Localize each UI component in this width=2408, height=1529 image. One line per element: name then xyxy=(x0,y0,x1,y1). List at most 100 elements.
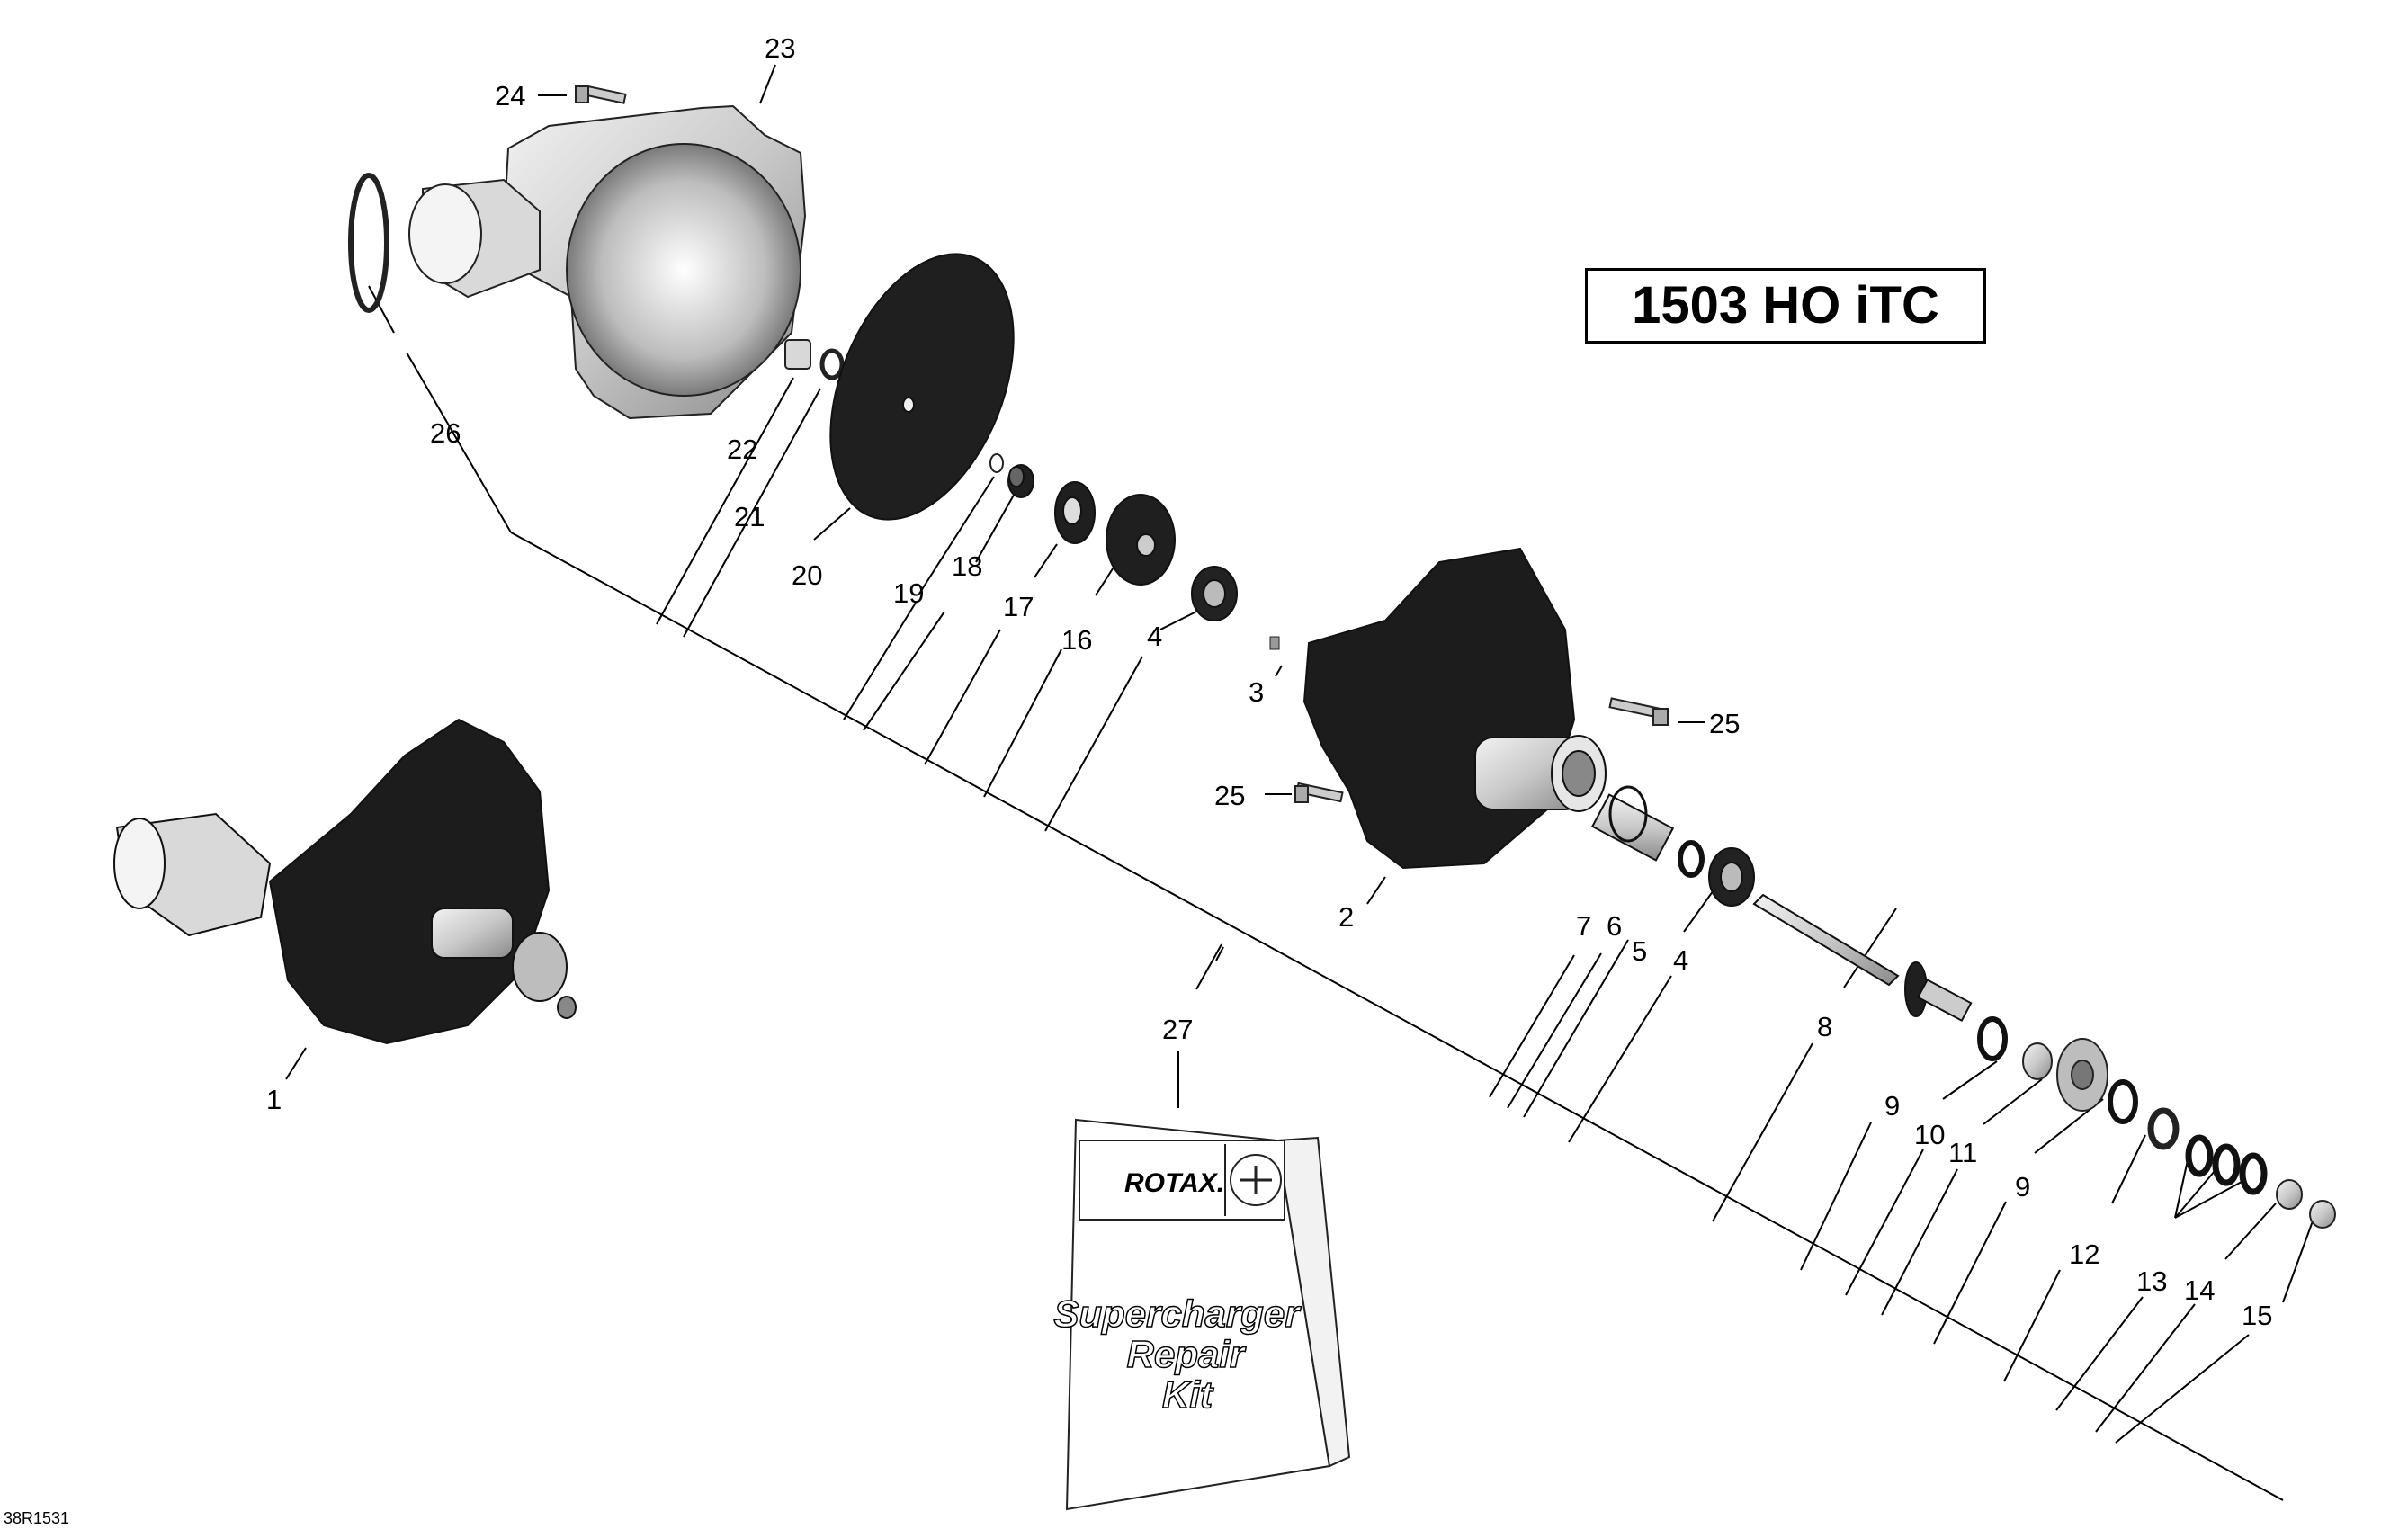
callout-5: 5 xyxy=(1632,935,1647,967)
leader-13a xyxy=(2174,1159,2189,1219)
callout-12: 12 xyxy=(2069,1238,2099,1270)
leader-13c xyxy=(2174,1181,2242,1219)
sleeve-18 xyxy=(1007,464,1034,498)
nut-14 xyxy=(2276,1179,2303,1210)
leader-22 xyxy=(656,377,794,625)
seal-17 xyxy=(1054,481,1096,544)
callout-14: 14 xyxy=(2184,1274,2215,1306)
callout-9b: 9 xyxy=(2015,1171,2030,1203)
callout-4b: 4 xyxy=(1673,944,1688,976)
leader-3 xyxy=(1275,665,1283,677)
leader-8 xyxy=(1712,1042,1813,1222)
callout-11: 11 xyxy=(1948,1137,1977,1168)
callout-26: 26 xyxy=(430,417,461,449)
leader-7 xyxy=(1489,954,1575,1098)
leader-14b xyxy=(2224,1203,2277,1260)
leader-10 xyxy=(1845,1149,1924,1296)
bolt-25a xyxy=(1608,697,1669,726)
leader-11 xyxy=(1881,1168,1958,1316)
callout-3: 3 xyxy=(1249,676,1264,708)
kit-title: Supercharger Repair Kit xyxy=(1053,1292,1302,1417)
model-label: 1503 HO iTC xyxy=(1585,268,1986,344)
nut-22 xyxy=(784,339,811,370)
leader-9a xyxy=(1800,1122,1872,1271)
callout-16: 16 xyxy=(1061,624,1092,656)
washer-12 xyxy=(2147,1107,2180,1150)
shim-9b xyxy=(2108,1079,2138,1124)
kit-title-line2: Repair xyxy=(1127,1333,1247,1375)
leader-13 xyxy=(2055,1296,2144,1411)
leader-17b xyxy=(1034,543,1058,578)
callout-15: 15 xyxy=(2242,1300,2272,1331)
gear-11 xyxy=(2056,1038,2108,1112)
leader-26 xyxy=(406,352,512,533)
leader-17 xyxy=(924,629,1001,765)
leader-9b xyxy=(1933,1201,2007,1345)
leader-4a xyxy=(1044,656,1143,832)
leader-19b xyxy=(918,476,995,595)
leader-8b xyxy=(1843,908,1897,988)
leader-18 xyxy=(863,611,945,731)
ring-5 xyxy=(1678,840,1705,878)
callout-23: 23 xyxy=(765,32,795,64)
callout-8: 8 xyxy=(1817,1011,1832,1042)
supercharger-assembly-1 xyxy=(113,718,577,1045)
leader-21 xyxy=(683,388,821,638)
callout-27: 27 xyxy=(1162,1014,1193,1045)
leader-14 xyxy=(2095,1303,2196,1433)
callout-4a: 4 xyxy=(1147,621,1162,652)
leader-4a-b xyxy=(1159,611,1197,630)
callouts: 1 2 3 4 4 5 6 7 8 9 9 10 11 12 13 14 15 … xyxy=(266,32,2272,1331)
leader-12b xyxy=(2111,1134,2146,1204)
leader-27b xyxy=(1195,943,1222,990)
callout-7: 7 xyxy=(1576,910,1591,942)
leader-2 xyxy=(1366,876,1386,905)
leader-19 xyxy=(843,602,917,720)
leader-20 xyxy=(813,507,851,541)
bearing-4a xyxy=(1191,566,1238,621)
bolt-25b xyxy=(1294,782,1344,803)
callout-1: 1 xyxy=(266,1084,282,1115)
shim-9a xyxy=(1977,1016,2008,1061)
callout-9a: 9 xyxy=(1884,1090,1900,1122)
leader-5 xyxy=(1523,939,1629,1118)
impeller-20 xyxy=(829,253,1015,521)
pin-3 xyxy=(1269,636,1280,650)
callout-21: 21 xyxy=(734,501,765,532)
kit-title-line1: Supercharger xyxy=(1053,1292,1302,1335)
shaft-8 xyxy=(1752,893,1973,1023)
leader-11b xyxy=(1983,1078,2043,1125)
callout-17: 17 xyxy=(1003,591,1034,622)
leader-26-tip xyxy=(368,285,395,334)
callout-20: 20 xyxy=(792,559,822,591)
callout-19: 19 xyxy=(893,577,924,609)
leader-18b xyxy=(975,489,1017,563)
leader-1 xyxy=(285,1047,307,1080)
cap-15 xyxy=(2309,1200,2336,1229)
drawing-id: 38R1531 xyxy=(4,1509,70,1527)
housing-2 xyxy=(1302,547,1607,870)
bushing-10 xyxy=(2022,1042,2053,1080)
callout-6: 6 xyxy=(1607,910,1622,942)
leader-16 xyxy=(983,648,1062,798)
leader-6 xyxy=(1507,952,1602,1109)
washer-21 xyxy=(819,348,845,380)
kit-brand-text: ROTAX. xyxy=(1124,1168,1224,1198)
leader-23 xyxy=(759,64,776,104)
axis-tick-27 xyxy=(1215,946,1224,961)
compressor-cover-23 xyxy=(348,104,807,420)
callout-18: 18 xyxy=(952,550,982,582)
ring-19 xyxy=(989,453,1004,473)
leader-4b xyxy=(1568,975,1672,1143)
leader-12 xyxy=(2003,1269,2061,1382)
washers-13 xyxy=(2185,1134,2268,1195)
callout-22: 22 xyxy=(727,434,757,465)
callout-2: 2 xyxy=(1338,901,1354,933)
thrust-washer-16 xyxy=(1106,494,1176,586)
kit-title-line3: Kit xyxy=(1162,1373,1214,1416)
callout-10: 10 xyxy=(1914,1119,1945,1150)
collar-7-6 xyxy=(1590,785,1675,862)
repair-kit-27 xyxy=(1065,1118,1351,1511)
callout-25a: 25 xyxy=(1709,708,1740,739)
